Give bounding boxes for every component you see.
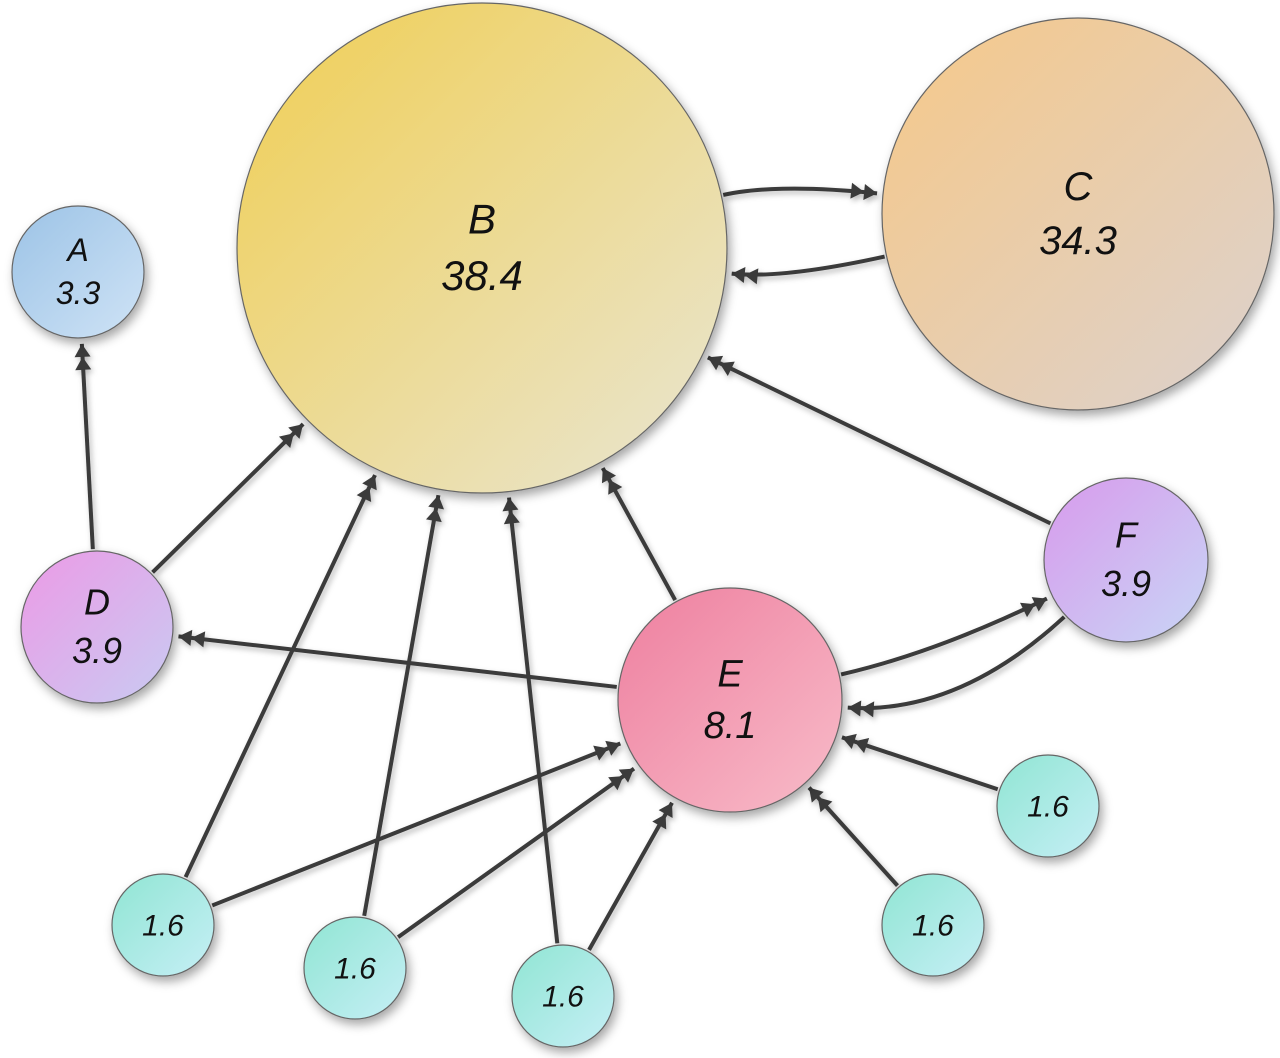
edge-D-to-B — [151, 422, 305, 574]
node-C-label: C — [1064, 165, 1094, 209]
node-F-label: F — [1115, 514, 1139, 555]
edge-P2-to-B — [362, 494, 445, 917]
node-A-label: A — [65, 232, 88, 268]
edge-E-to-B — [600, 467, 677, 602]
node-P3 — [511, 944, 615, 1048]
edge-C-to-B — [731, 254, 886, 285]
node-P3-value: 1.6 — [542, 981, 584, 1014]
node-A-value: 3.3 — [56, 275, 101, 311]
edge-P1-to-E — [211, 740, 622, 908]
nodes-layer — [11, 2, 1275, 1048]
edges-layer — [74, 182, 1066, 951]
node-E — [617, 587, 843, 813]
node-P4-value: 1.6 — [912, 910, 954, 943]
node-P1-value: 1.6 — [142, 910, 184, 943]
node-B-label: B — [468, 195, 496, 242]
node-A — [11, 205, 145, 339]
labels-layer: A 3.3 B 38.4 C 34.3D 3.9E 8.1 F 3.9 1.6 1.6 1.6 1.6 1.… — [56, 165, 1151, 1014]
node-P4 — [881, 873, 985, 977]
node-P2 — [303, 916, 407, 1020]
node-C-value: 34.3 — [1039, 219, 1117, 263]
node-P5 — [996, 754, 1100, 858]
edge-P5-to-E — [841, 733, 999, 792]
node-E-value: 8.1 — [704, 705, 757, 747]
node-P5-value: 1.6 — [1027, 791, 1069, 824]
node-B-value: 38.4 — [441, 252, 523, 299]
node-C — [881, 17, 1275, 411]
edge-P1-to-B — [183, 474, 377, 878]
node-D-value: 3.9 — [72, 630, 122, 671]
edge-F-to-B — [707, 355, 1052, 526]
edge-P3-to-E — [587, 801, 674, 951]
node-F — [1043, 477, 1209, 643]
node-P2-value: 1.6 — [334, 953, 376, 986]
node-P1 — [111, 873, 215, 977]
node-D — [20, 550, 174, 704]
node-D-label: D — [84, 581, 110, 622]
node-F-value: 3.9 — [1101, 563, 1151, 604]
edge-B-to-C — [722, 182, 878, 200]
edge-P3-to-B — [502, 497, 560, 944]
edge-P4-to-E — [807, 786, 899, 887]
edge-D-to-A — [74, 343, 95, 550]
edge-E-to-D — [178, 629, 617, 689]
edge-P2-to-E — [396, 766, 636, 939]
node-B — [236, 2, 728, 494]
edge-F-to-E — [847, 615, 1066, 718]
edge-E-to-F — [840, 596, 1048, 677]
node-E-label: E — [717, 654, 743, 696]
